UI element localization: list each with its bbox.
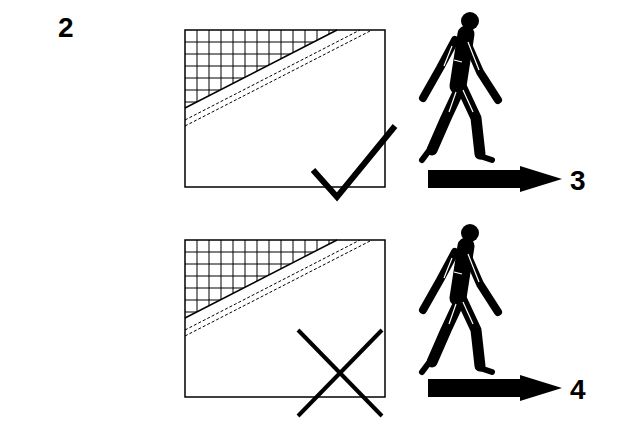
arrow: [428, 166, 562, 192]
heating-mat-panel: [185, 30, 385, 191]
next-step-number: 4: [570, 376, 586, 404]
cross-mark: [298, 330, 382, 416]
arrow: [428, 375, 562, 401]
heating-mat-panel: [185, 240, 385, 401]
step-number: 2: [58, 14, 74, 42]
walking-person: [422, 224, 498, 372]
walking-person: [422, 12, 498, 160]
check-mark: [313, 126, 395, 197]
next-step-number: 3: [570, 167, 586, 195]
